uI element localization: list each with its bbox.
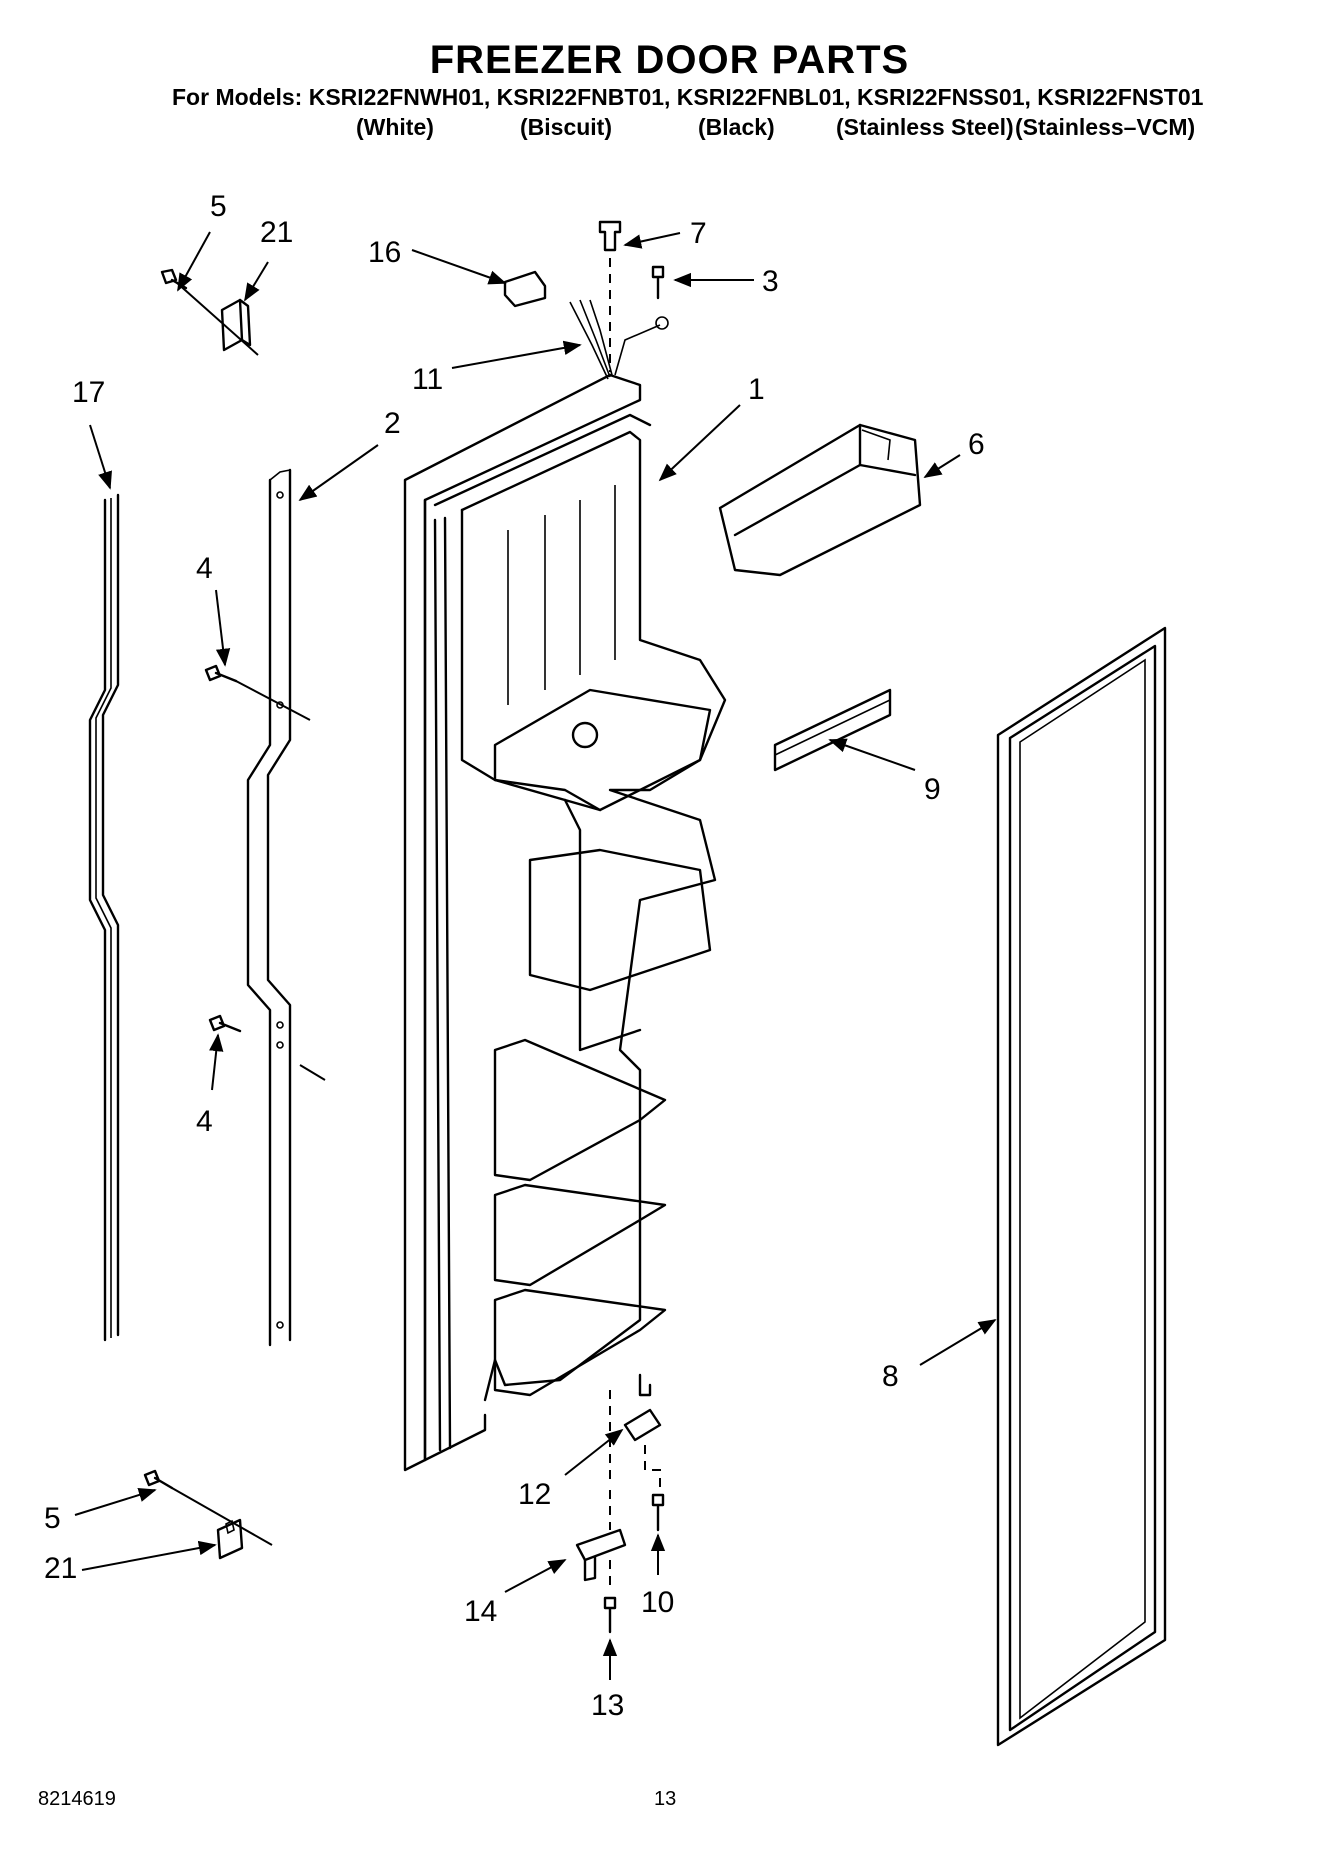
page-title: FREEZER DOOR PARTS xyxy=(429,38,910,82)
callout-4-lower: 4 xyxy=(196,1105,213,1138)
part-13-screw xyxy=(603,1596,617,1634)
axis-4-upper xyxy=(235,680,311,721)
leader-17 xyxy=(89,424,112,490)
part-7-plug xyxy=(598,220,622,252)
part-2-bracket xyxy=(246,468,292,1347)
leader-14 xyxy=(504,1559,567,1593)
leader-4-upper xyxy=(215,589,231,667)
leader-7 xyxy=(623,232,681,249)
axis-5-bottom xyxy=(171,1487,273,1546)
part-12-hinge-pin xyxy=(623,1373,662,1442)
callout-5-bottom: 5 xyxy=(44,1502,61,1535)
part-6-shelf-bin xyxy=(718,423,922,577)
part-1-door-liner xyxy=(403,373,727,1472)
leader-21-top xyxy=(244,261,269,302)
leader-11 xyxy=(451,340,582,369)
part-4-screw-lower xyxy=(208,1014,242,1033)
page-number: 13 xyxy=(654,1788,677,1810)
dash-10 xyxy=(644,1445,661,1490)
part-11-harness xyxy=(569,299,669,380)
callout-21-bottom: 21 xyxy=(44,1552,77,1585)
callout-1: 1 xyxy=(748,373,765,406)
axis-4-lower xyxy=(299,1064,326,1081)
callout-16: 16 xyxy=(368,236,401,269)
callout-12: 12 xyxy=(518,1478,551,1511)
leader-9 xyxy=(828,738,916,771)
callout-9: 9 xyxy=(924,773,941,806)
part-21-hinge-cover-top xyxy=(220,298,252,352)
part-9-trim xyxy=(773,688,892,772)
part-5-screw-bottom xyxy=(143,1469,174,1490)
doc-number: 8214619 xyxy=(38,1788,116,1810)
callout-4-upper: 4 xyxy=(196,552,213,585)
callout-10: 10 xyxy=(641,1586,674,1619)
leader-12 xyxy=(564,1428,624,1476)
models-line: For Models: KSRI22FNWH01, KSRI22FNBT01, … xyxy=(172,84,1204,110)
callout-13: 13 xyxy=(591,1689,624,1722)
color-stainless-steel: (Stainless Steel) xyxy=(836,114,1014,140)
part-4-screw-upper xyxy=(204,664,238,683)
axis-5-top xyxy=(175,281,259,356)
part-3-screw xyxy=(651,265,665,300)
leader-5-top xyxy=(177,231,211,292)
callout-11: 11 xyxy=(412,363,443,396)
leader-4-lower xyxy=(209,1033,224,1091)
leader-2 xyxy=(298,444,379,502)
leader-1 xyxy=(658,404,741,482)
color-white: (White) xyxy=(356,114,434,140)
leader-8 xyxy=(919,1319,997,1366)
part-5-screw-top xyxy=(160,268,188,290)
part-17-strip xyxy=(88,493,120,1342)
color-biscuit: (Biscuit) xyxy=(520,114,612,140)
part-16-connector xyxy=(503,270,547,308)
part-10-screw xyxy=(651,1493,665,1532)
callout-14: 14 xyxy=(464,1595,497,1628)
part-21-hinge-cover-bottom xyxy=(216,1518,244,1560)
part-8-gasket xyxy=(996,626,1167,1747)
leader-6 xyxy=(923,454,961,478)
callout-21-top: 21 xyxy=(260,216,293,249)
callout-3: 3 xyxy=(762,265,779,298)
callout-2: 2 xyxy=(384,407,401,440)
leader-21-bottom xyxy=(81,1540,217,1571)
color-stainless-vcm: (Stainless–VCM) xyxy=(1015,114,1196,140)
callout-7: 7 xyxy=(690,217,707,250)
leader-lines xyxy=(74,231,997,1680)
callout-5-top: 5 xyxy=(210,190,227,223)
leader-5-bottom xyxy=(74,1487,157,1516)
callout-17: 17 xyxy=(72,376,105,409)
callout-8: 8 xyxy=(882,1360,899,1393)
leader-16 xyxy=(411,249,507,285)
callout-6: 6 xyxy=(968,428,985,461)
color-black: (Black) xyxy=(698,114,775,140)
part-14-hinge xyxy=(575,1528,627,1582)
